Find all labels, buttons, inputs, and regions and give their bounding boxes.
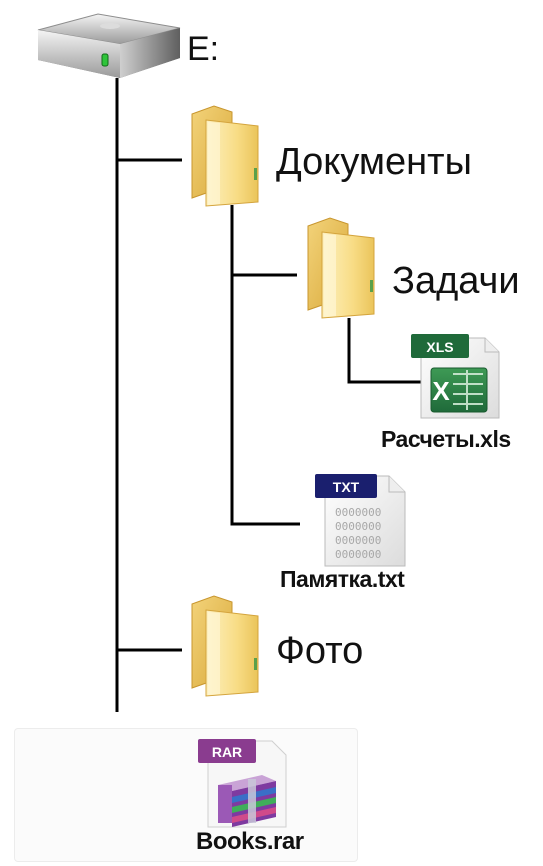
folder-label-tasks[interactable]: Задачи (392, 260, 520, 302)
xls-file-icon[interactable]: XLS X (411, 334, 500, 419)
connector-docs-trunk (230, 205, 300, 526)
folder-icon[interactable] (191, 105, 259, 207)
hard-drive-icon[interactable] (37, 13, 181, 78)
rar-file-frame (14, 728, 358, 862)
file-label-memo[interactable]: Памятка.txt (280, 566, 405, 592)
svg-text:X: X (432, 376, 450, 406)
folder-icon[interactable] (307, 217, 375, 319)
svg-text:0000000: 0000000 (335, 506, 381, 519)
svg-text:0000000: 0000000 (335, 548, 381, 561)
rar-file-icon[interactable]: RAR (194, 735, 294, 831)
file-label-calc[interactable]: Расчеты.xls (381, 426, 511, 452)
connector-calc (347, 318, 428, 384)
tree-connectors (115, 78, 428, 712)
drive-label: E: (187, 30, 220, 68)
svg-text:XLS: XLS (426, 339, 453, 355)
svg-text:TXT: TXT (333, 479, 360, 495)
file-label-books[interactable]: Books.rar (196, 828, 304, 855)
folder-label-photo[interactable]: Фото (276, 630, 364, 672)
svg-text:0000000: 0000000 (335, 534, 381, 547)
folder-label-documents[interactable]: Документы (276, 141, 472, 183)
svg-text:RAR: RAR (212, 744, 242, 760)
folder-icon[interactable] (191, 595, 259, 697)
txt-file-icon[interactable]: TXT 0000000 0000000 0000000 0000000 (315, 474, 406, 567)
svg-text:0000000: 0000000 (335, 520, 381, 533)
